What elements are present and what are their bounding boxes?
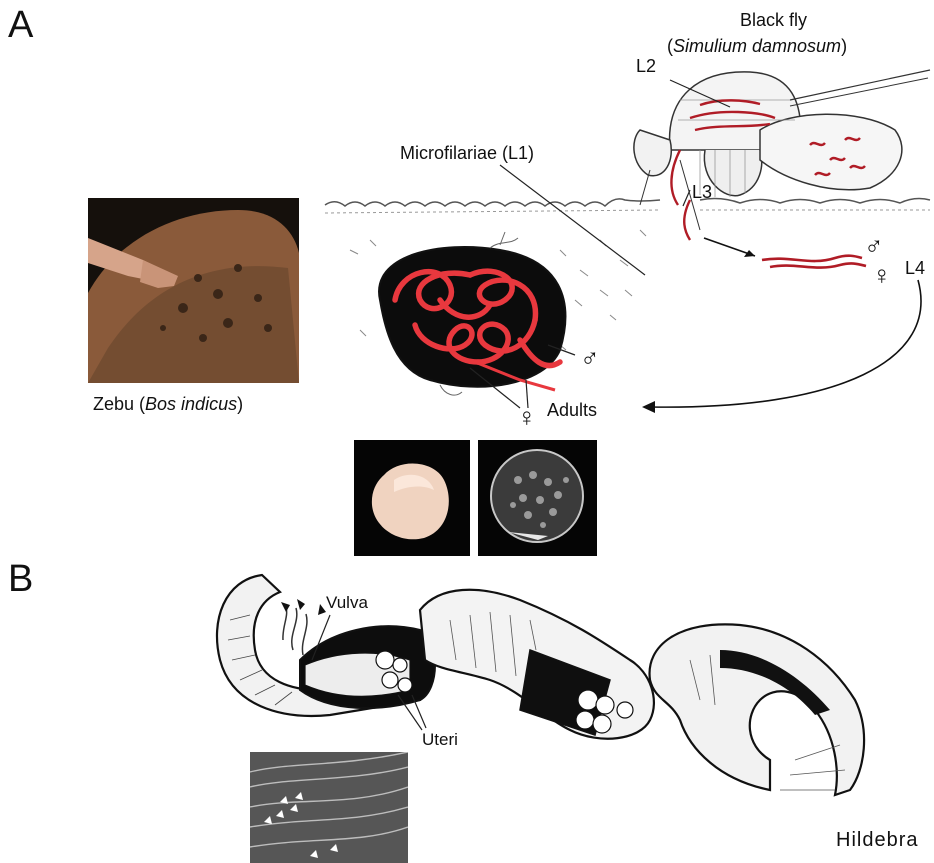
credit-text: Hildebra: [836, 829, 918, 852]
male-symbol-l4: ♂: [864, 232, 884, 258]
l4-worms: [762, 256, 866, 268]
nodule-photo: [354, 440, 470, 556]
emerging-microfilariae: [283, 605, 307, 655]
female-worm-posterior: [650, 624, 865, 795]
black-fly: [634, 70, 930, 230]
stage-l2-label: L2: [636, 56, 656, 77]
stage-l4-label: L4: [905, 258, 925, 279]
uteri-label: Uteri: [422, 730, 458, 750]
vulva-label: Vulva: [326, 593, 368, 613]
nodule-section-photo: [478, 440, 597, 556]
male-symbol-adult: ♂: [580, 344, 600, 370]
stage-l1-label: Microfilariae (L1): [400, 143, 534, 164]
onchocercal-nodule: [379, 247, 565, 390]
female-symbol-adult: ♀: [517, 404, 537, 430]
uterus-micrograph: [250, 752, 408, 863]
female-symbol-l4: ♀: [872, 262, 892, 288]
skin-surface: [325, 199, 660, 206]
stage-l3-label: L3: [692, 182, 712, 203]
stage-adults-label: Adults: [547, 400, 597, 421]
vector-name: Black fly: [740, 10, 807, 31]
skin-surface-right: [700, 199, 930, 203]
vector-species: (Simulium damnosum): [667, 36, 847, 57]
female-worm-middle: [420, 590, 654, 739]
l4-to-adults-arrow: [650, 280, 921, 407]
